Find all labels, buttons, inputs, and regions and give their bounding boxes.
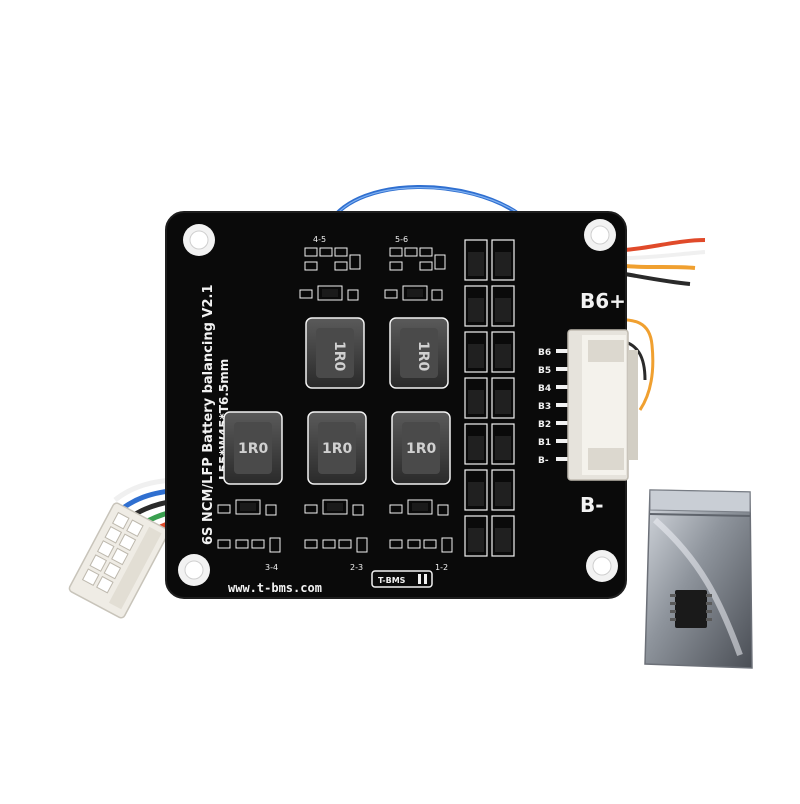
terminal-label-bottom: B-: [580, 493, 604, 517]
pin-label: B2: [538, 420, 551, 430]
inductor-marking: 1R0: [406, 441, 437, 457]
terminal-label-top: B6+: [580, 289, 626, 313]
pin-label: B3: [538, 402, 551, 412]
inductor-icon: 1R0: [391, 411, 451, 485]
t-bms-logo-icon: T-BMS: [371, 570, 433, 588]
esd-bag: [644, 489, 753, 669]
inductor-icon: 1R0: [305, 317, 365, 389]
website-text: www.t-bms.com: [228, 581, 322, 595]
channel-label: 5-6: [395, 235, 408, 244]
pin-label: B-: [538, 456, 549, 466]
pin-label: B6: [538, 348, 551, 358]
channel-label: 2-3: [350, 563, 363, 572]
logo-text: T-BMS: [378, 576, 406, 585]
inductor-icon: 1R0: [223, 411, 283, 485]
inductor-icon: 1R0: [307, 411, 367, 485]
mounting-hole-icon: [178, 554, 210, 586]
pcb-board: 6S NCM/LFP Battery balancing V2.1 L55*W4…: [165, 211, 638, 599]
pin-label: B1: [538, 438, 551, 448]
ic-chip: [240, 289, 428, 511]
right-wire-bundle: [609, 238, 706, 411]
board-title-text: 6S NCM/LFP Battery balancing V2.1: [201, 285, 216, 546]
pin-label-list: B6 B5 B4 B3 B2 B1 B-: [538, 348, 551, 466]
inductor-icon: 1R0: [389, 317, 449, 389]
mosfet-body: [468, 252, 511, 552]
inductor-marking: 1R0: [415, 341, 431, 372]
pin-label: B4: [538, 384, 551, 394]
mounting-hole-icon: [183, 224, 215, 256]
mounting-hole-icon: [586, 550, 618, 582]
channel-label: 4-5: [313, 235, 326, 244]
inductor-marking: 1R0: [238, 441, 269, 457]
channel-label: 1-2: [435, 563, 448, 572]
left-jst-plug: [68, 502, 170, 619]
blue-wire-highlight: [331, 187, 519, 221]
mounting-hole-icon: [584, 219, 616, 251]
chip-in-bag: [670, 590, 712, 628]
pin-label: B5: [538, 366, 551, 376]
inductor-marking: 1R0: [331, 341, 347, 372]
channel-label: 3-4: [265, 563, 278, 572]
balance-connector: [567, 329, 638, 481]
inductor-marking: 1R0: [322, 441, 353, 457]
